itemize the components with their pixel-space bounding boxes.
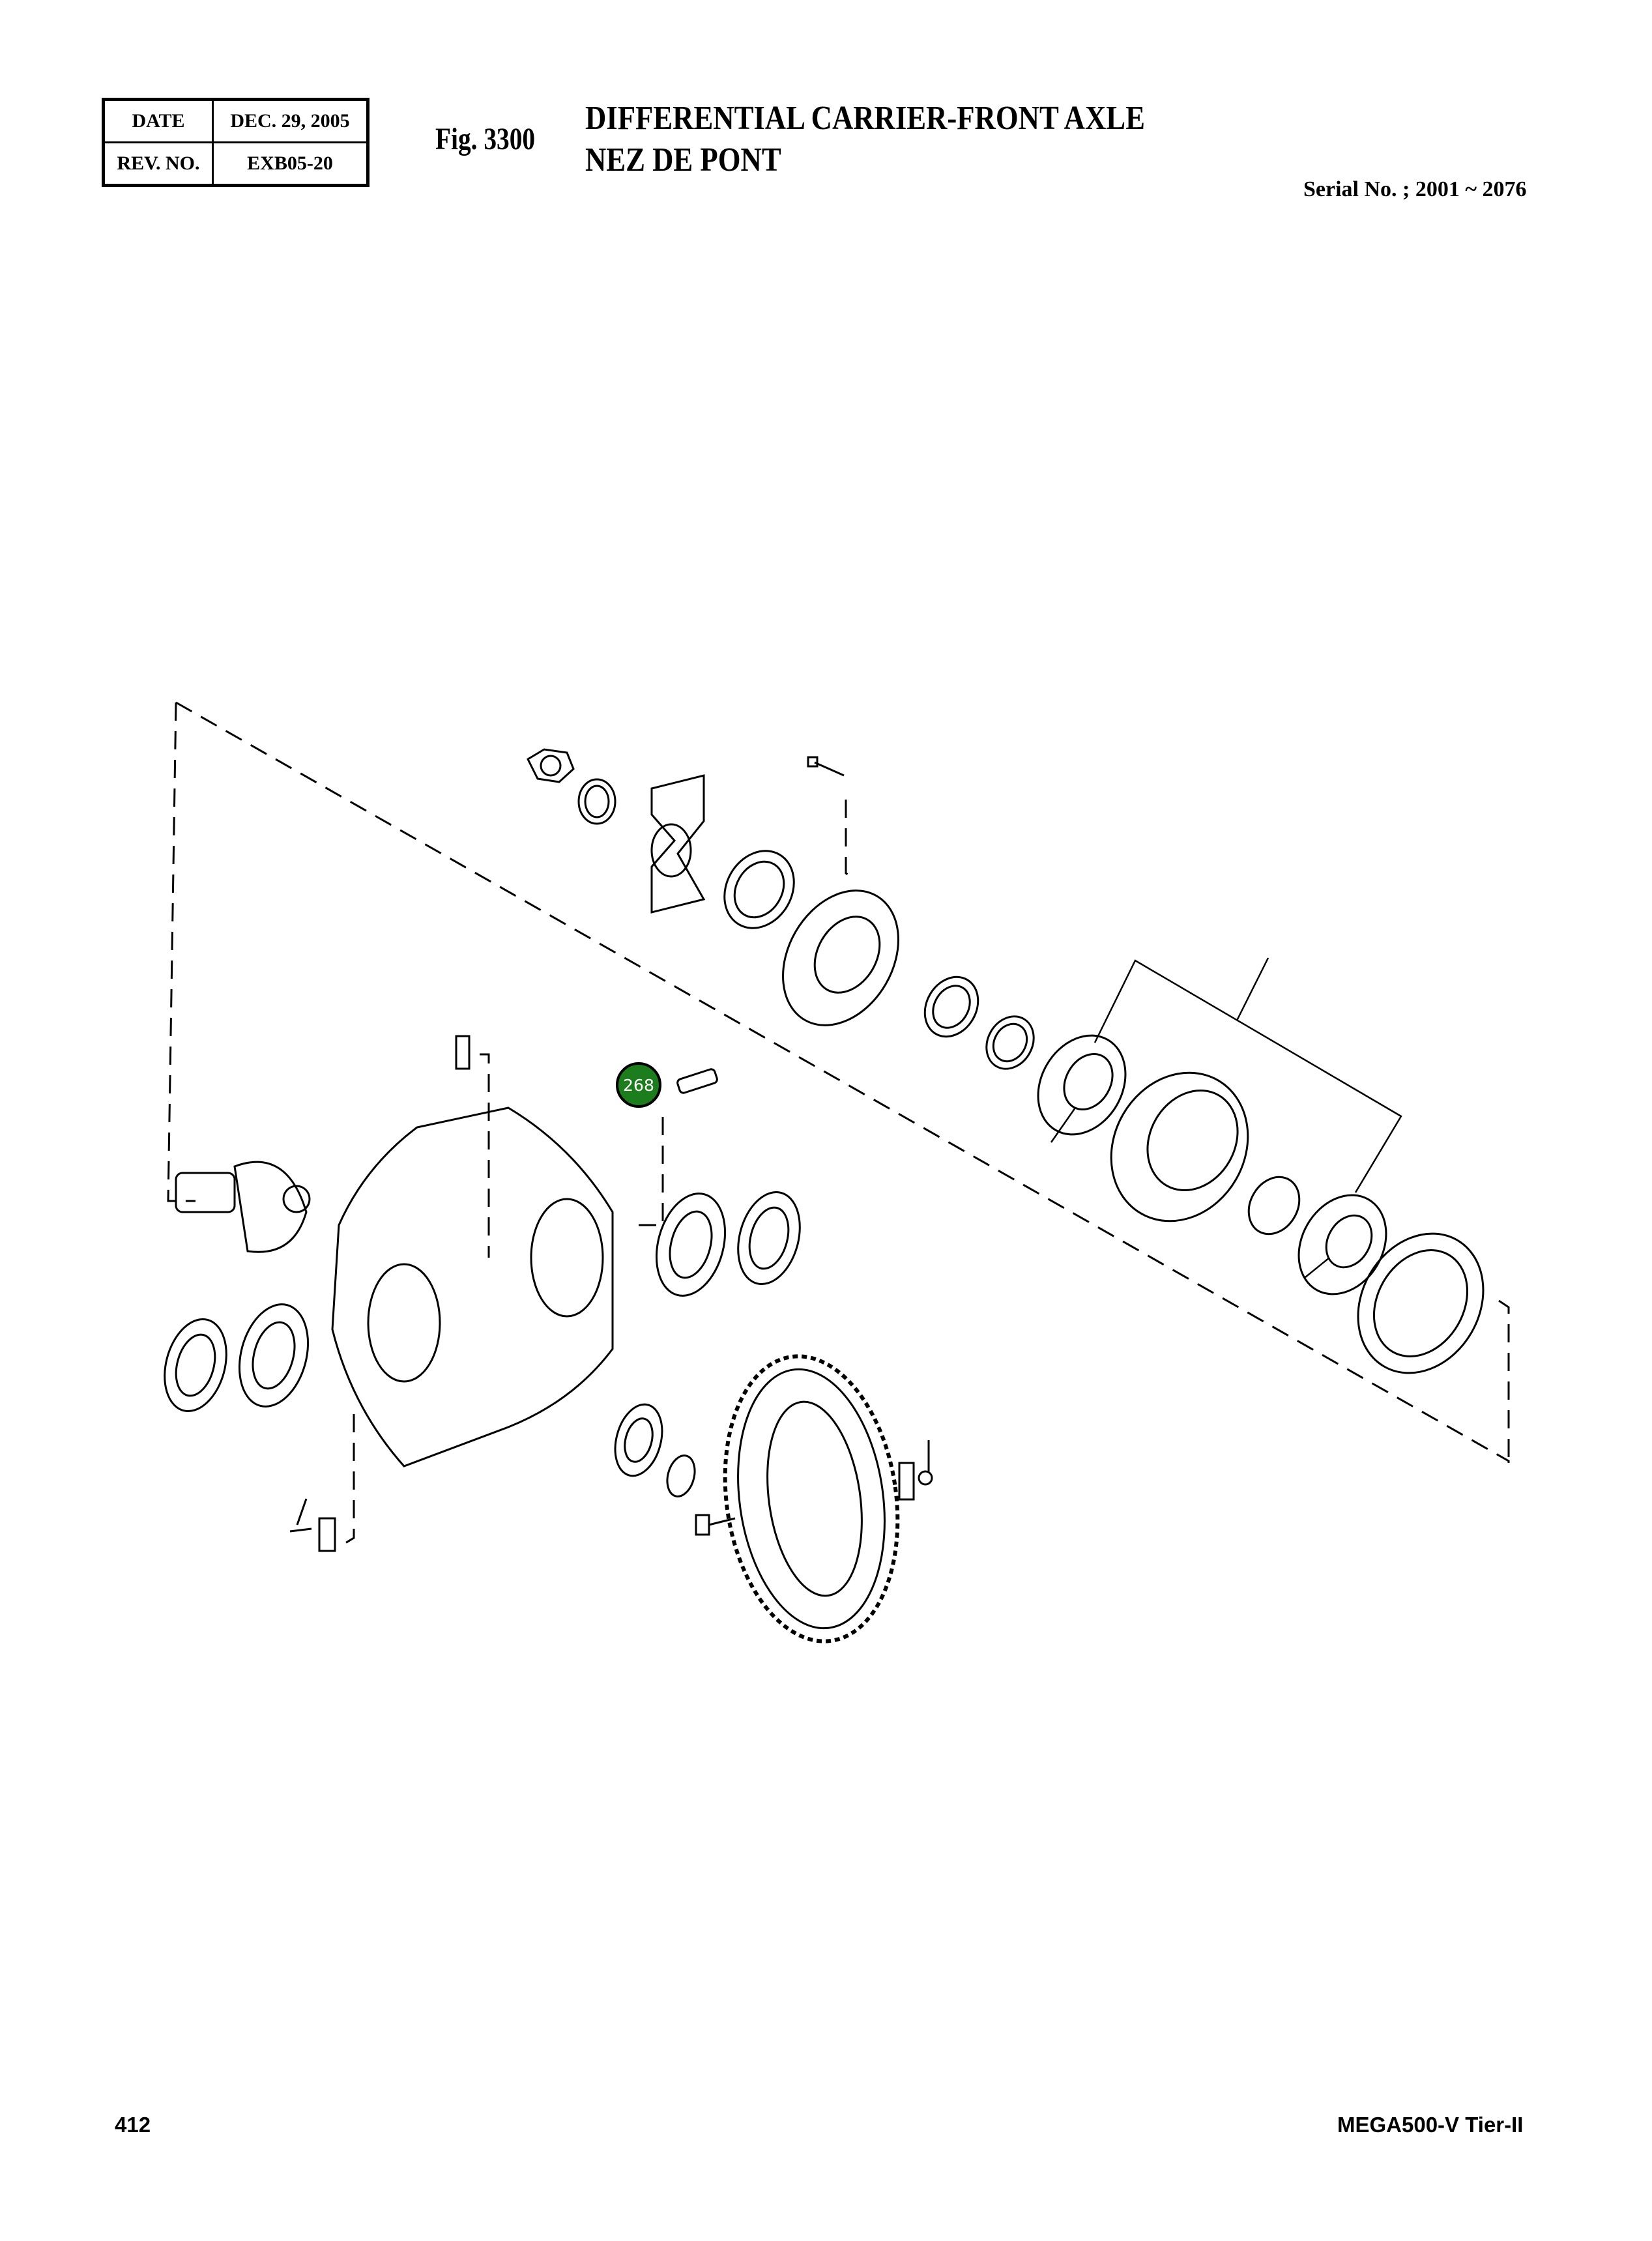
date-label: DATE [102,98,214,143]
page-number: 412 [115,2113,151,2137]
rev-label: REV. NO. [102,141,214,186]
bearing-cup-icon [1247,1176,1301,1236]
ring-gear-bolt-icon [695,1514,736,1536]
figure-title-french: NEZ DE PONT [585,141,781,179]
pinion-gear-icon [175,1161,311,1253]
ring-gear-icon [723,1354,900,1643]
figure-title-english: DIFFERENTIAL CARRIER-FRONT AXLE [585,100,1145,137]
lock-plate-top-icon [455,1035,471,1070]
adjusting-nut-left-icon [164,1318,227,1413]
oil-seal-icon [723,850,795,929]
bearing-cage-icon [782,889,899,1026]
rev-value: EXB05-20 [212,141,369,186]
bearing-housing-icon [1110,1071,1249,1222]
thrust-screw-icon [676,1068,718,1094]
leader-lines [1050,957,1402,1278]
carrier-housing-icon [331,1106,614,1467]
carrier-bearing-icon [655,1193,727,1297]
spacer-ring-icon [985,1015,1035,1070]
date-value: DEC. 29, 2005 [212,98,369,143]
carrier-bearing-left-icon [238,1303,310,1408]
lock-plate-right-icon [898,1440,933,1501]
serial-range: Serial No. ; 2001 ~ 2076 [1303,177,1527,201]
yoke-flange-icon [650,774,706,914]
bolt-icon [807,756,845,777]
adjusting-nut-icon [737,1191,801,1286]
figure-title: DIFFERENTIAL CARRIER-FRONT AXLE NEZ DE P… [585,98,1145,181]
snap-ring-icon [666,1454,696,1497]
pilot-bearing-icon [614,1403,663,1477]
model-name: MEGA500-V Tier-II [1337,2113,1524,2137]
gasket-icon [1357,1232,1485,1374]
seal-ring-icon [923,976,979,1038]
revision-table: DATE DEC. 29, 2005 REV. NO. EXB05-20 [102,98,370,187]
assembly-dashed-outline [167,701,1510,1544]
pinion-nut-icon [527,748,575,783]
callout-badge-268[interactable]: 268 [616,1062,661,1108]
figure-number: Fig. 3300 [435,122,536,156]
tapered-bearing-icon [1037,1034,1127,1136]
washer-icon [577,778,616,825]
lock-plate-bottom-icon [289,1498,336,1552]
tapered-bearing-2-icon [1297,1194,1387,1295]
